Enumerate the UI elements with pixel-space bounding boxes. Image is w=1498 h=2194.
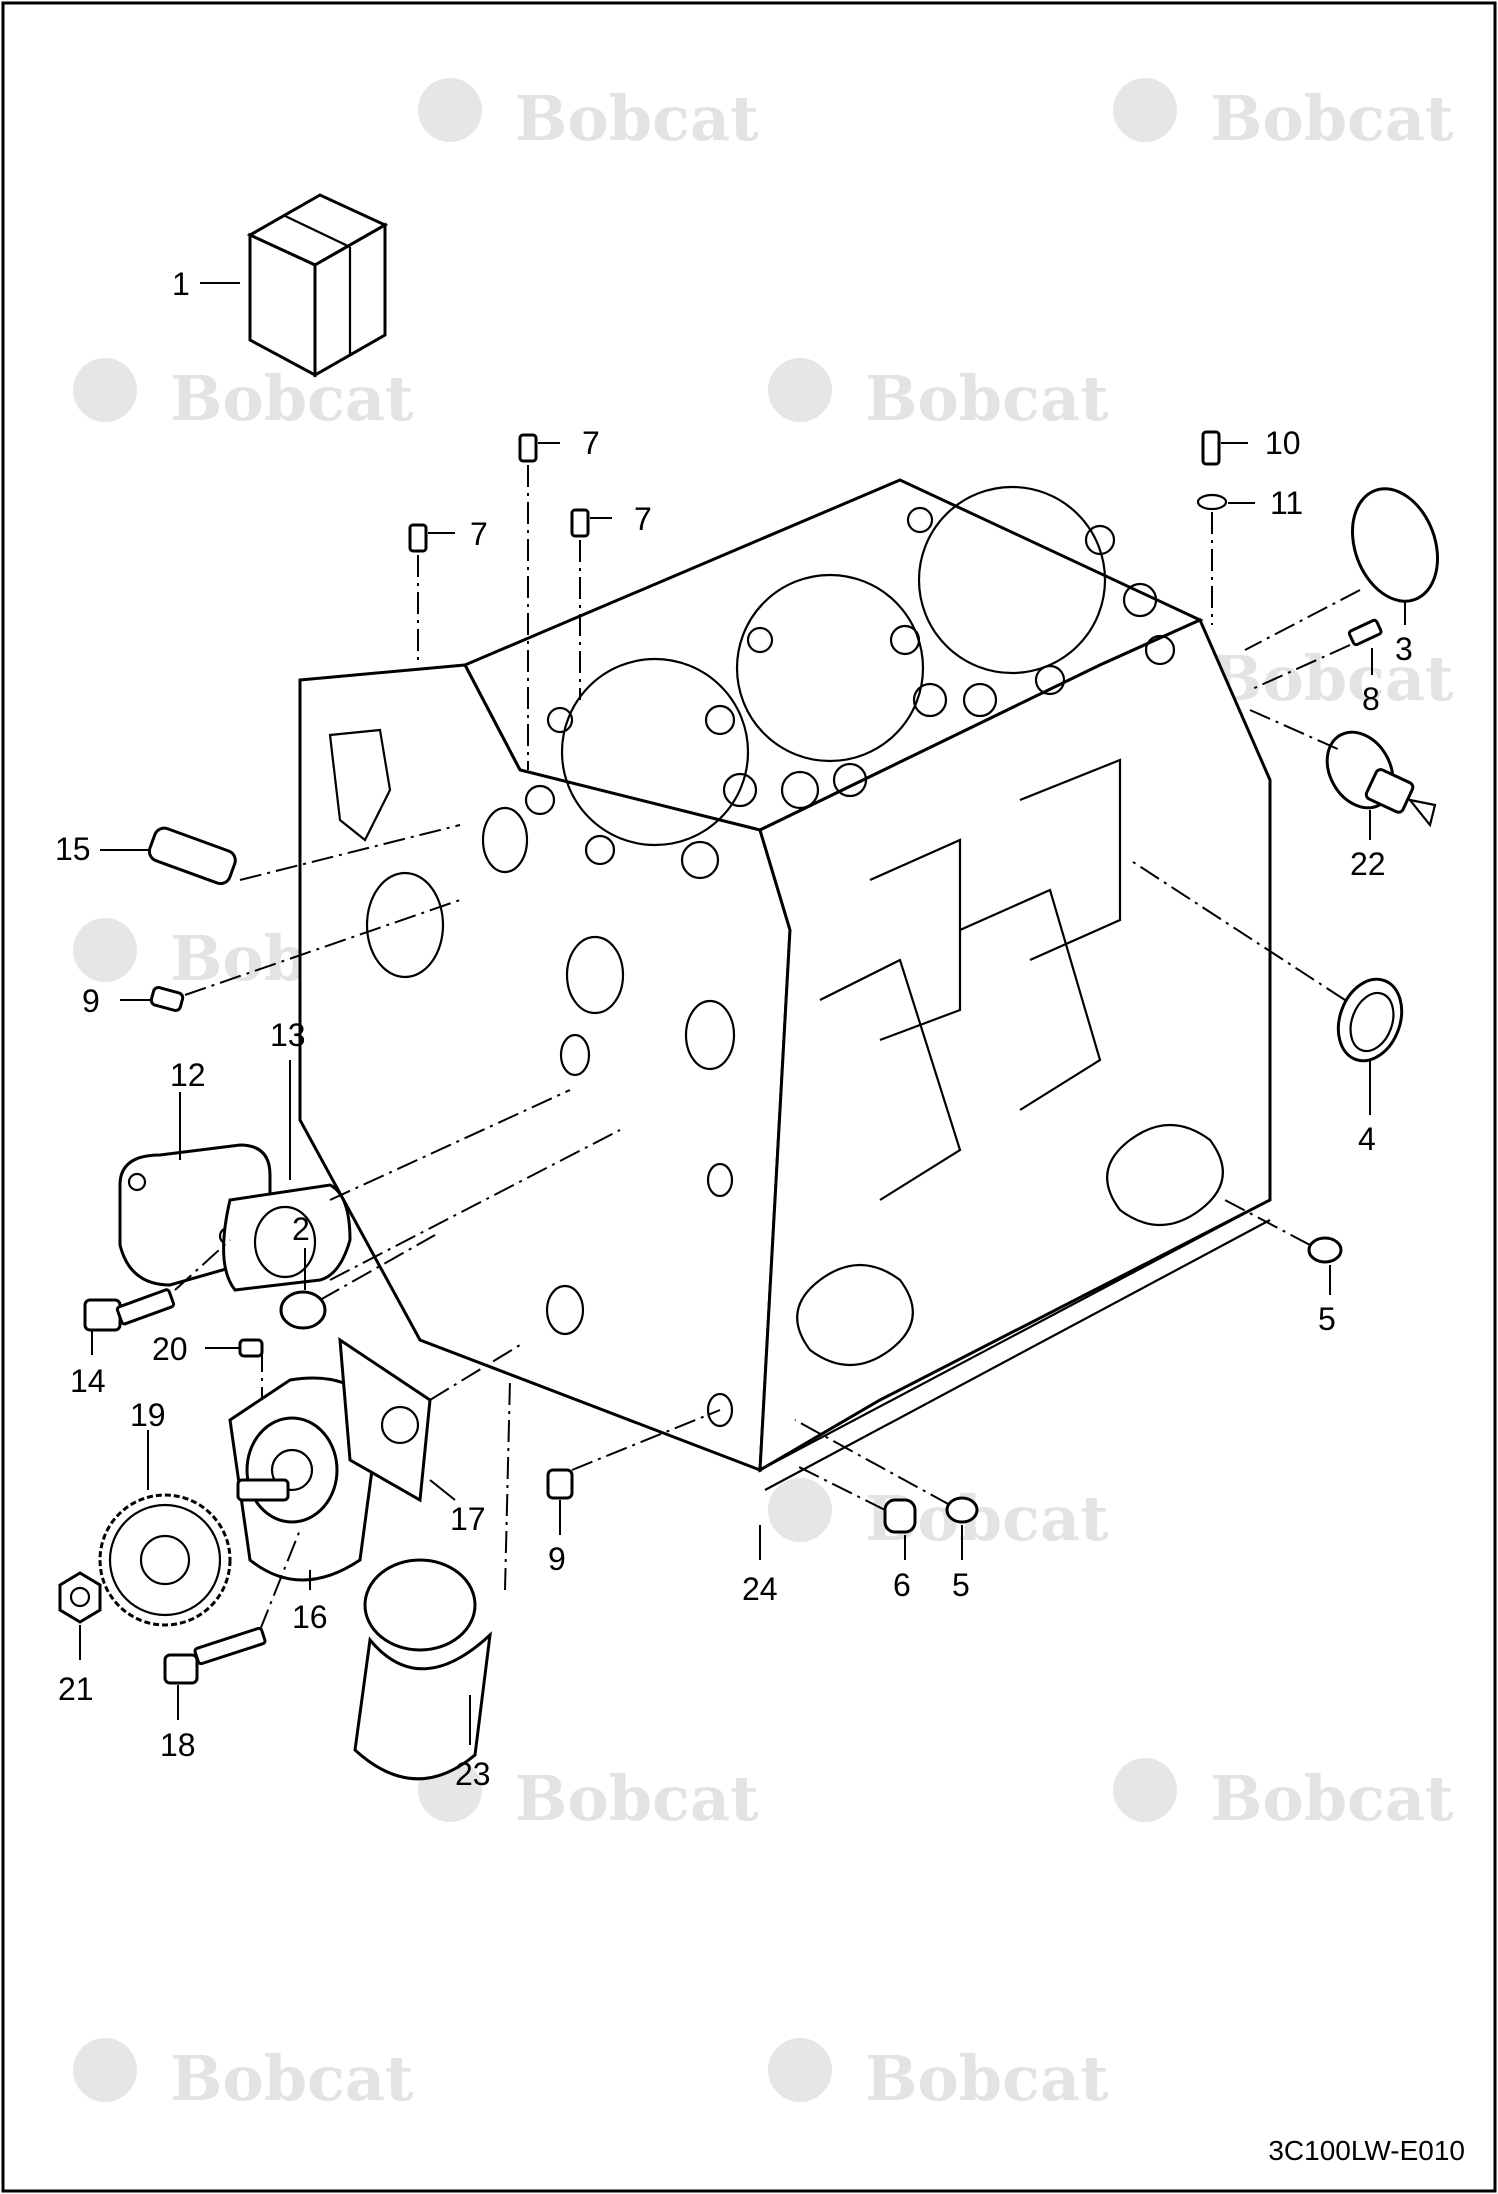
part-13-gasket[interactable] [222, 1183, 352, 1292]
callout-22: 22 [1350, 846, 1386, 882]
watermark-11: Bobcat [73, 2038, 414, 2115]
part-1-kit-box[interactable] [246, 193, 389, 378]
part-14-bolt[interactable] [83, 1288, 176, 1332]
part-11-o-ring[interactable] [1196, 493, 1228, 511]
callout-7-b: 7 [470, 516, 488, 552]
part-15-fitting[interactable] [147, 825, 239, 886]
callout-labels: 1 2 3 4 5 5 6 7 7 7 8 9 9 10 11 12 13 14… [55, 266, 1413, 1792]
callout-20: 20 [152, 1331, 188, 1367]
callout-21: 21 [58, 1671, 94, 1707]
callout-8: 8 [1362, 681, 1380, 717]
callout-7-c: 7 [634, 501, 652, 537]
callout-16: 16 [292, 1599, 328, 1635]
callout-5-right: 5 [1318, 1301, 1336, 1337]
part-7-dowel-pin-a[interactable] [518, 433, 538, 463]
part-16-oil-pump[interactable] [228, 1376, 382, 1582]
part-24-cylinder-block[interactable] [298, 478, 1272, 1491]
part-6-plug[interactable] [883, 1498, 917, 1534]
callout-15: 15 [55, 831, 91, 867]
part-9-pin-bottom[interactable] [546, 1468, 574, 1500]
watermark-10: Bobcat [1113, 1758, 1454, 1835]
callout-19: 19 [130, 1397, 166, 1433]
deck-holes [524, 506, 1176, 880]
callout-14: 14 [70, 1363, 106, 1399]
drawing-code: 3C100LW-E010 [1268, 2135, 1465, 2166]
cylinder-bore-3 [560, 657, 750, 847]
svg-text:Bobcat: Bobcat [1210, 1762, 1454, 1835]
watermark-2: Bobcat [1113, 78, 1454, 155]
part-7-dowel-pin-c[interactable] [570, 508, 590, 538]
callout-23: 23 [455, 1756, 491, 1792]
callout-24: 24 [742, 1571, 778, 1607]
watermark-1: Bobcat [418, 78, 759, 155]
part-7-dowel-pin-b[interactable] [408, 523, 428, 553]
callout-12: 12 [170, 1057, 206, 1093]
front-face-openings [328, 728, 736, 1428]
part-9-pin-left[interactable] [149, 986, 185, 1012]
callout-9-left: 9 [82, 983, 100, 1019]
callout-18: 18 [160, 1727, 196, 1763]
callout-1: 1 [172, 266, 190, 302]
svg-text:Bobcat: Bobcat [1210, 82, 1454, 155]
callout-13: 13 [270, 1017, 306, 1053]
watermark-8: Bobcat [768, 1478, 1109, 1555]
svg-text:Bobcat: Bobcat [515, 1762, 759, 1835]
callout-10: 10 [1265, 425, 1301, 461]
block-ribs [759, 758, 1271, 1491]
callout-7-a: 7 [582, 425, 600, 461]
part-3-plug-cover[interactable] [1338, 477, 1453, 613]
watermark-12: Bobcat [768, 2038, 1109, 2115]
cylinder-bore-1 [917, 485, 1107, 675]
watermark-3: Bobcat [73, 358, 414, 435]
part-21-nut[interactable] [58, 1571, 102, 1624]
callout-2: 2 [292, 1211, 310, 1247]
part-5-plug-bottom[interactable] [945, 1496, 979, 1524]
part-18-bolt[interactable] [163, 1626, 267, 1685]
part-17-pump-gasket[interactable] [338, 1337, 432, 1503]
callout-3: 3 [1395, 631, 1413, 667]
callout-11: 11 [1270, 485, 1303, 521]
callout-4: 4 [1358, 1121, 1376, 1157]
part-19-idler-gear[interactable] [98, 1493, 232, 1627]
svg-text:Bobcat: Bobcat [170, 362, 414, 435]
callout-5-bottom: 5 [952, 1567, 970, 1603]
leader-lines [79, 282, 1406, 1745]
part-8-pin[interactable] [1347, 618, 1383, 647]
part-10-dowel[interactable] [1201, 430, 1221, 466]
part-5-plug-right[interactable] [1307, 1236, 1343, 1264]
part-4-oil-seal[interactable] [1327, 970, 1412, 1069]
svg-text:Bobcat: Bobcat [865, 362, 1109, 435]
part-2-o-ring[interactable] [279, 1290, 327, 1330]
part-20-key[interactable] [238, 1338, 264, 1358]
svg-text:Bobcat: Bobcat [515, 82, 759, 155]
watermark-4: Bobcat [768, 358, 1109, 435]
callout-17: 17 [450, 1501, 486, 1537]
callout-6: 6 [893, 1567, 911, 1603]
callout-9-bottom: 9 [548, 1541, 566, 1577]
part-23-bushing[interactable] [353, 1558, 492, 1781]
part-22-oil-pressure-switch[interactable] [1314, 720, 1437, 828]
cylinder-bore-2 [735, 573, 925, 763]
svg-text:Bobcat: Bobcat [170, 2042, 414, 2115]
svg-text:Bobcat: Bobcat [865, 2042, 1109, 2115]
